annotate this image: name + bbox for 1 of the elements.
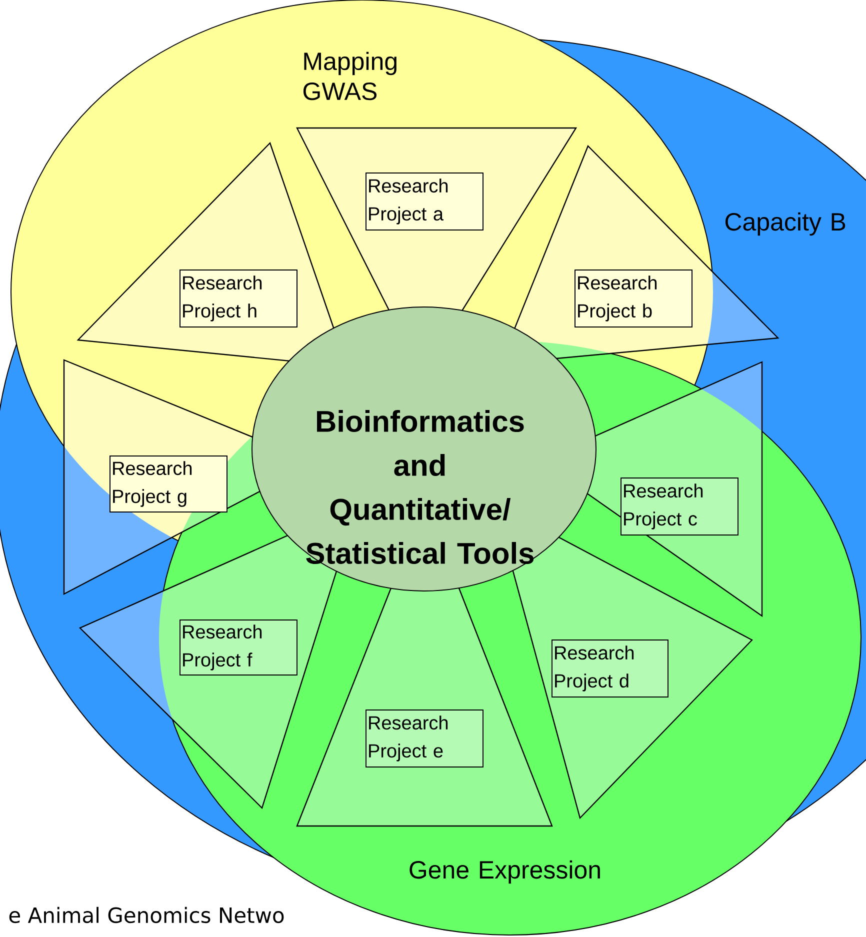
node-label: Research Project a [369, 178, 448, 224]
